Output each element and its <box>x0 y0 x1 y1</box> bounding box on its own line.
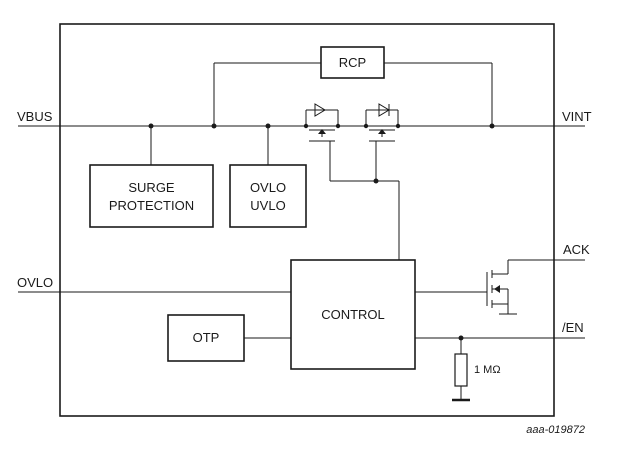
junction-mosfet-left-a <box>303 123 309 129</box>
surge-protection-block <box>89 164 214 228</box>
rcp-block <box>320 46 385 79</box>
chip-boundary <box>59 23 555 417</box>
otp-label: OTP <box>193 330 220 345</box>
pin-label-vbus: VBUS <box>17 109 53 124</box>
pulldown-resistor <box>454 353 468 387</box>
junction-gate <box>373 178 379 184</box>
ovlo-uvlo-label-line1: OVLO <box>250 180 286 195</box>
mosfet-right <box>338 103 399 142</box>
junction-rcp-right <box>489 123 495 129</box>
rcp-label: RCP <box>339 55 366 70</box>
control-label: CONTROL <box>321 307 385 322</box>
junction-mosfet-left-b <box>335 123 341 129</box>
ovlo-uvlo-label-line2: UVLO <box>250 198 285 213</box>
junction-ovlo-uvlo <box>265 123 271 129</box>
junction-mosfet-right-b <box>395 123 401 129</box>
pin-label-ovlo: OVLO <box>17 275 53 290</box>
junction-surge <box>148 123 154 129</box>
junction-mosfet-right-a <box>363 123 369 129</box>
mosfet-left <box>305 103 339 142</box>
pin-label-en: /EN <box>562 320 584 335</box>
figure-reference: aaa-019872 <box>526 424 585 436</box>
ack-mosfet <box>415 260 517 315</box>
control-block <box>290 259 416 370</box>
pin-label-ack: ACK <box>563 242 590 257</box>
ovlo-uvlo-block <box>229 164 307 228</box>
pin-label-vint: VINT <box>562 109 592 124</box>
junction-rcp-left <box>211 123 217 129</box>
resistor-value-label: 1 MΩ <box>474 364 501 376</box>
surge-label-line2: PROTECTION <box>109 198 194 213</box>
surge-label-line1: SURGE <box>128 180 175 195</box>
